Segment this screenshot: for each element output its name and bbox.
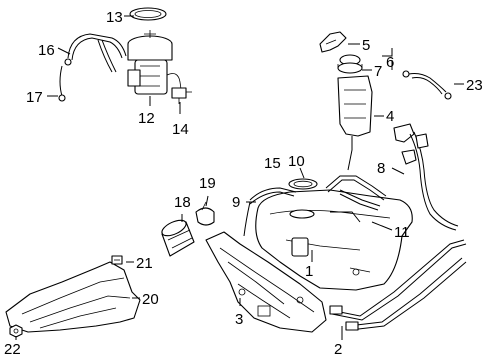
- underbody-shield: [5, 261, 141, 333]
- fuel-filter: [161, 219, 195, 257]
- fuel-line-17: [58, 65, 66, 102]
- heat-shield: [205, 231, 327, 333]
- callout-18: 18: [174, 194, 191, 211]
- callout-4: 4: [386, 108, 394, 125]
- callout-11: 11: [394, 224, 410, 241]
- fuel-line-16: [64, 33, 127, 73]
- callout-1: 1: [305, 263, 313, 280]
- filler-pipe: [337, 75, 373, 171]
- callout-8: 8: [377, 160, 385, 177]
- callout-6: 6: [386, 54, 394, 71]
- callout-9: 9: [232, 194, 240, 211]
- callout-16: 16: [38, 42, 55, 59]
- lock-ring: [288, 178, 318, 190]
- callout-17: 17: [26, 89, 43, 106]
- vent-line-23: [402, 70, 452, 100]
- hex-nut: [9, 324, 23, 338]
- callout-13: 13: [106, 9, 123, 26]
- callout-labels: 1 2 3 4 5 6 7 8 9 10 11 12 13 14 15 16 1…: [4, 9, 483, 358]
- tank-straps: [329, 239, 467, 331]
- callout-10: 10: [288, 153, 305, 170]
- fuel-tank: [255, 189, 413, 291]
- filter-clamp: [195, 201, 215, 226]
- callout-2: 2: [334, 341, 342, 358]
- seal-ring: [129, 7, 167, 21]
- callout-19: 19: [199, 175, 216, 192]
- pump-connector: [171, 87, 192, 104]
- mounting-clip: [111, 255, 123, 265]
- callout-3: 3: [235, 311, 243, 328]
- filler-bracket: [319, 31, 347, 53]
- tank-lines: [325, 175, 387, 223]
- callout-21: 21: [136, 255, 153, 272]
- callout-7: 7: [374, 63, 382, 80]
- callout-5: 5: [362, 37, 370, 54]
- leader-lines: [15, 15, 464, 340]
- callout-15: 15: [264, 155, 281, 172]
- callout-23: 23: [466, 77, 483, 94]
- callout-12: 12: [138, 110, 155, 127]
- callout-20: 20: [142, 291, 159, 308]
- callout-14: 14: [172, 121, 189, 138]
- fuel-cap: [337, 54, 363, 74]
- sensor-bracket: [393, 123, 459, 231]
- fuel-pump-module: [127, 30, 183, 97]
- callout-22: 22: [4, 341, 21, 358]
